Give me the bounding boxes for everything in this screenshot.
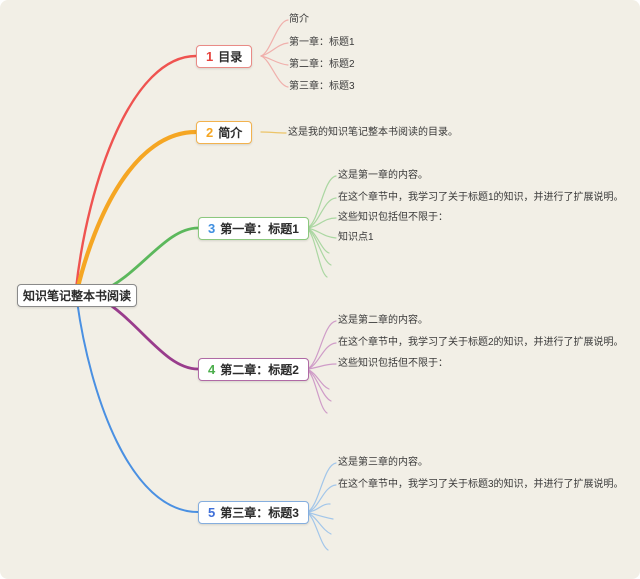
leaf-item[interactable]: 简介: [289, 14, 309, 25]
branch-number: 1: [206, 49, 214, 64]
branch-number: 2: [206, 125, 214, 140]
branch-label: 目录: [218, 50, 243, 64]
branch-label: 简介: [218, 126, 243, 140]
branch-3-lines: [98, 175, 337, 294]
branch-number: 5: [208, 505, 216, 520]
branch-5-lines: [76, 300, 337, 551]
leaf-curve: [260, 19, 289, 57]
empty-leaf-curve: [306, 368, 328, 414]
branch-label: 第二章：标题2: [220, 363, 299, 377]
leaf-curve: [306, 484, 337, 513]
leaf-curve: [260, 42, 289, 57]
leaf-item[interactable]: 在这个章节中，我学习了关于标题1的知识，并进行了扩展说明。: [338, 192, 624, 203]
empty-leaf-curve: [306, 511, 332, 535]
branch-number: 4: [208, 362, 216, 377]
branch-label: 第三章：标题3: [220, 506, 299, 520]
branch-2-lines: [74, 129, 287, 294]
leaf-curve: [260, 55, 289, 88]
leaf-item[interactable]: 这些知识包括但不限于：: [338, 358, 448, 369]
branch-curve: [74, 54, 198, 291]
branch-curve: [74, 129, 199, 294]
leaf-curve: [306, 197, 337, 229]
leaf-item[interactable]: 在这个章节中，我学习了关于标题3的知识，并进行了扩展说明。: [338, 479, 624, 490]
leaf-curve: [306, 363, 337, 370]
branch-node-toc[interactable]: 1 目录: [196, 45, 253, 68]
branch-node-intro[interactable]: 2 简介: [196, 121, 253, 144]
branch-curve: [98, 296, 200, 371]
empty-leaf-curve: [306, 511, 334, 520]
branch-label: 第一章：标题1: [220, 222, 299, 236]
leaf-item[interactable]: 知识点1: [338, 232, 374, 243]
leaf-curve: [306, 227, 337, 239]
leaf-item[interactable]: 这是第三章的内容。: [338, 457, 428, 468]
leaf-item[interactable]: 这是第一章的内容。: [338, 170, 428, 181]
root-node[interactable]: 知识笔记整本书阅读: [17, 284, 137, 307]
branch-node-chapter3[interactable]: 5 第三章：标题3: [198, 501, 309, 524]
leaf-curve: [306, 175, 337, 229]
leaf-curve: [306, 320, 337, 370]
leaf-item[interactable]: 第二章：标题2: [289, 59, 355, 70]
branch-1-lines: [74, 19, 289, 291]
branch-node-chapter2[interactable]: 4 第二章：标题2: [198, 358, 309, 381]
leaf-item[interactable]: 这些知识包括但不限于：: [338, 212, 448, 223]
leaf-item[interactable]: 这是我的知识笔记整本书阅读的目录。: [288, 127, 458, 138]
leaf-item[interactable]: 在这个章节中，我学习了关于标题2的知识，并进行了扩展说明。: [338, 337, 624, 348]
empty-leaf-curve: [306, 503, 331, 513]
leaf-item[interactable]: 第三章：标题3: [289, 81, 355, 92]
leaf-curve: [306, 217, 337, 229]
branch-curve: [98, 226, 200, 294]
leaf-item[interactable]: 这是第二章的内容。: [338, 315, 428, 326]
leaf-curve: [260, 55, 289, 66]
branch-4-lines: [98, 296, 337, 414]
leaf-curve: [306, 462, 337, 513]
branch-number: 3: [208, 221, 216, 236]
branch-curve: [76, 300, 199, 513]
leaf-curve: [260, 131, 287, 134]
leaf-curve: [306, 342, 337, 370]
leaf-item[interactable]: 第一章：标题1: [289, 37, 355, 48]
branch-node-chapter1[interactable]: 3 第一章：标题1: [198, 217, 309, 240]
empty-leaf-curve: [306, 511, 329, 551]
empty-leaf-curve: [306, 227, 328, 278]
